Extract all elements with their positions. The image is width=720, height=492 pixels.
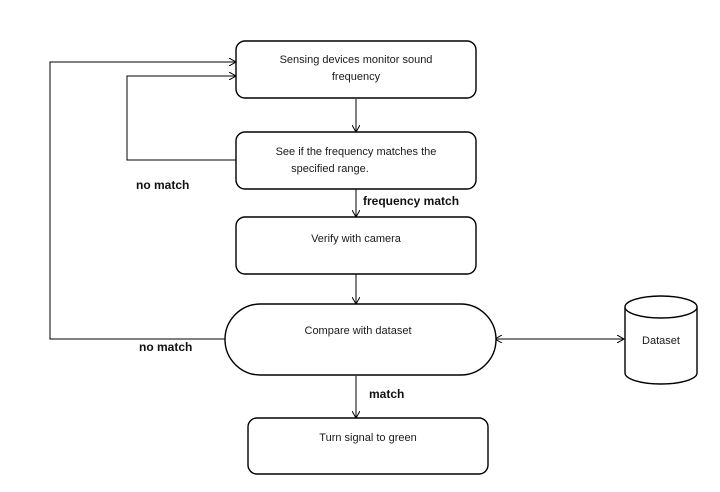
node-green-line-1: Turn signal to green: [319, 432, 416, 444]
edge-label-frequency-match: frequency match: [363, 194, 459, 208]
node-verify: Verify with camera: [235, 216, 477, 275]
node-check: See if the frequency matches the specifi…: [235, 131, 477, 190]
edge-label-no-match-2: no match: [139, 340, 192, 354]
edge-label-no-match-1: no match: [136, 178, 189, 192]
node-green: Turn signal to green: [247, 417, 489, 475]
edge-label-match: match: [369, 387, 404, 401]
node-compare-line-1: Compare with dataset: [305, 325, 412, 337]
node-sense-line-1: Sensing devices monitor sound: [280, 54, 433, 66]
loop-check-to-check: [126, 76, 236, 161]
node-dataset-label: Dataset: [642, 335, 680, 347]
node-sense-line-2: frequency: [332, 71, 381, 83]
node-verify-line-1: Verify with camera: [311, 233, 402, 245]
node-check-line-1: See if the frequency matches the: [276, 146, 437, 158]
node-compare: Compare with dataset: [224, 303, 497, 376]
loop-compare-to-sense: [49, 62, 236, 340]
node-check-line-2: specified range.: [291, 163, 369, 175]
node-sense: Sensing devices monitor sound frequency: [235, 40, 477, 99]
node-dataset: Dataset: [624, 295, 698, 385]
